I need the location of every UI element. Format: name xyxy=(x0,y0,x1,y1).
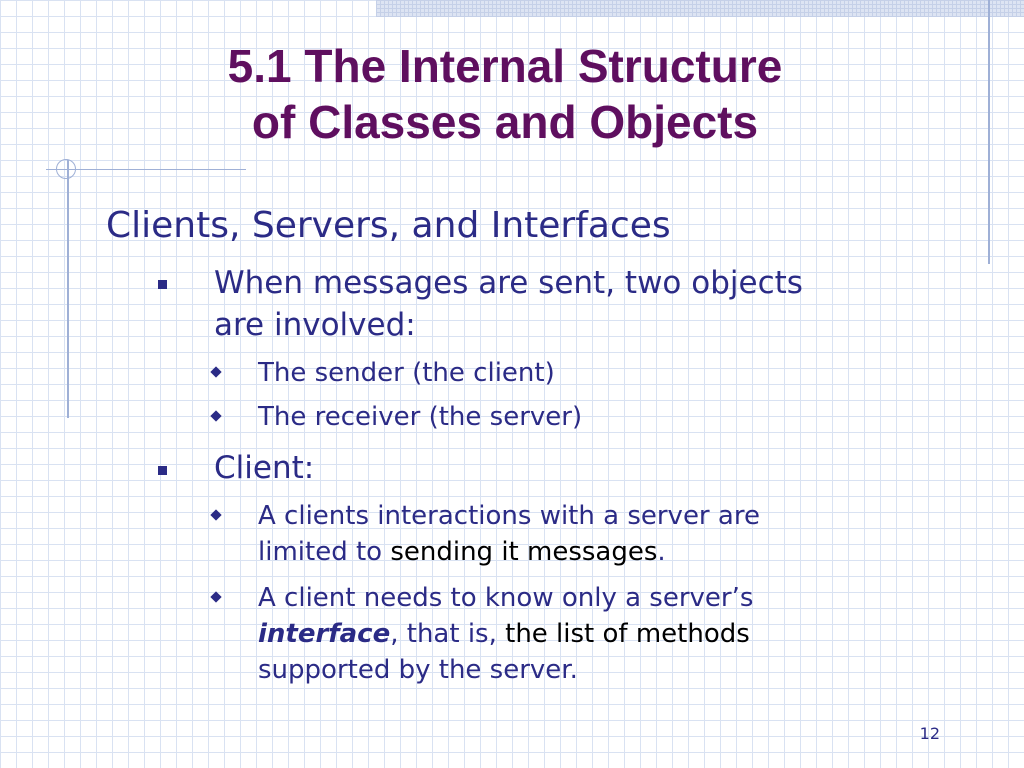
section-heading: Clients, Servers, and Interfaces xyxy=(106,205,671,246)
diamond-bullet-icon xyxy=(210,509,222,521)
sub-bullet-interactions-line-1: A clients interactions with a server are xyxy=(258,501,760,531)
corner-circle-ornament xyxy=(56,159,76,179)
bullet-1-line-1: When messages are sent, two objects xyxy=(214,265,803,301)
square-bullet-icon xyxy=(158,280,167,289)
sub-bullet-interface-line-1: A client needs to know only a server’s xyxy=(258,583,754,613)
diamond-bullet-icon xyxy=(210,366,222,378)
sub-bullet-interface-line-2: interface, that is, the list of methods xyxy=(258,616,750,652)
title-line-1: 5.1 The Internal Structure xyxy=(227,40,783,92)
sub-bullet-interface-line-3: supported by the server. xyxy=(258,655,578,685)
square-bullet-icon xyxy=(158,466,167,475)
sub-bullet-interactions-line-2: limited to sending it messages. xyxy=(258,534,666,570)
page-number: 12 xyxy=(919,724,940,743)
highlighted-phrase: sending it messages xyxy=(390,537,658,567)
top-decorative-band xyxy=(376,0,1024,17)
sub-bullet-sender: The sender (the client) xyxy=(258,358,555,388)
diamond-bullet-icon xyxy=(210,410,222,422)
bullet-2-label: Client: xyxy=(214,450,315,486)
left-vertical-rule xyxy=(67,160,69,418)
text-segment: , that is, xyxy=(390,619,506,649)
title-line-2: of Classes and Objects xyxy=(251,96,759,148)
diamond-bullet-icon xyxy=(210,591,222,603)
slide-title: 5.1 The Internal Structure of Classes an… xyxy=(100,38,910,150)
left-horizontal-rule xyxy=(46,169,246,170)
text-segment: . xyxy=(657,537,666,567)
sub-bullet-receiver: The receiver (the server) xyxy=(258,402,583,432)
bullet-1-line-2: are involved: xyxy=(214,307,416,343)
emphasized-term: interface xyxy=(258,619,391,649)
text-segment: limited to xyxy=(258,537,391,567)
right-vertical-rule xyxy=(988,0,990,264)
highlighted-phrase: the list of methods xyxy=(505,619,750,649)
